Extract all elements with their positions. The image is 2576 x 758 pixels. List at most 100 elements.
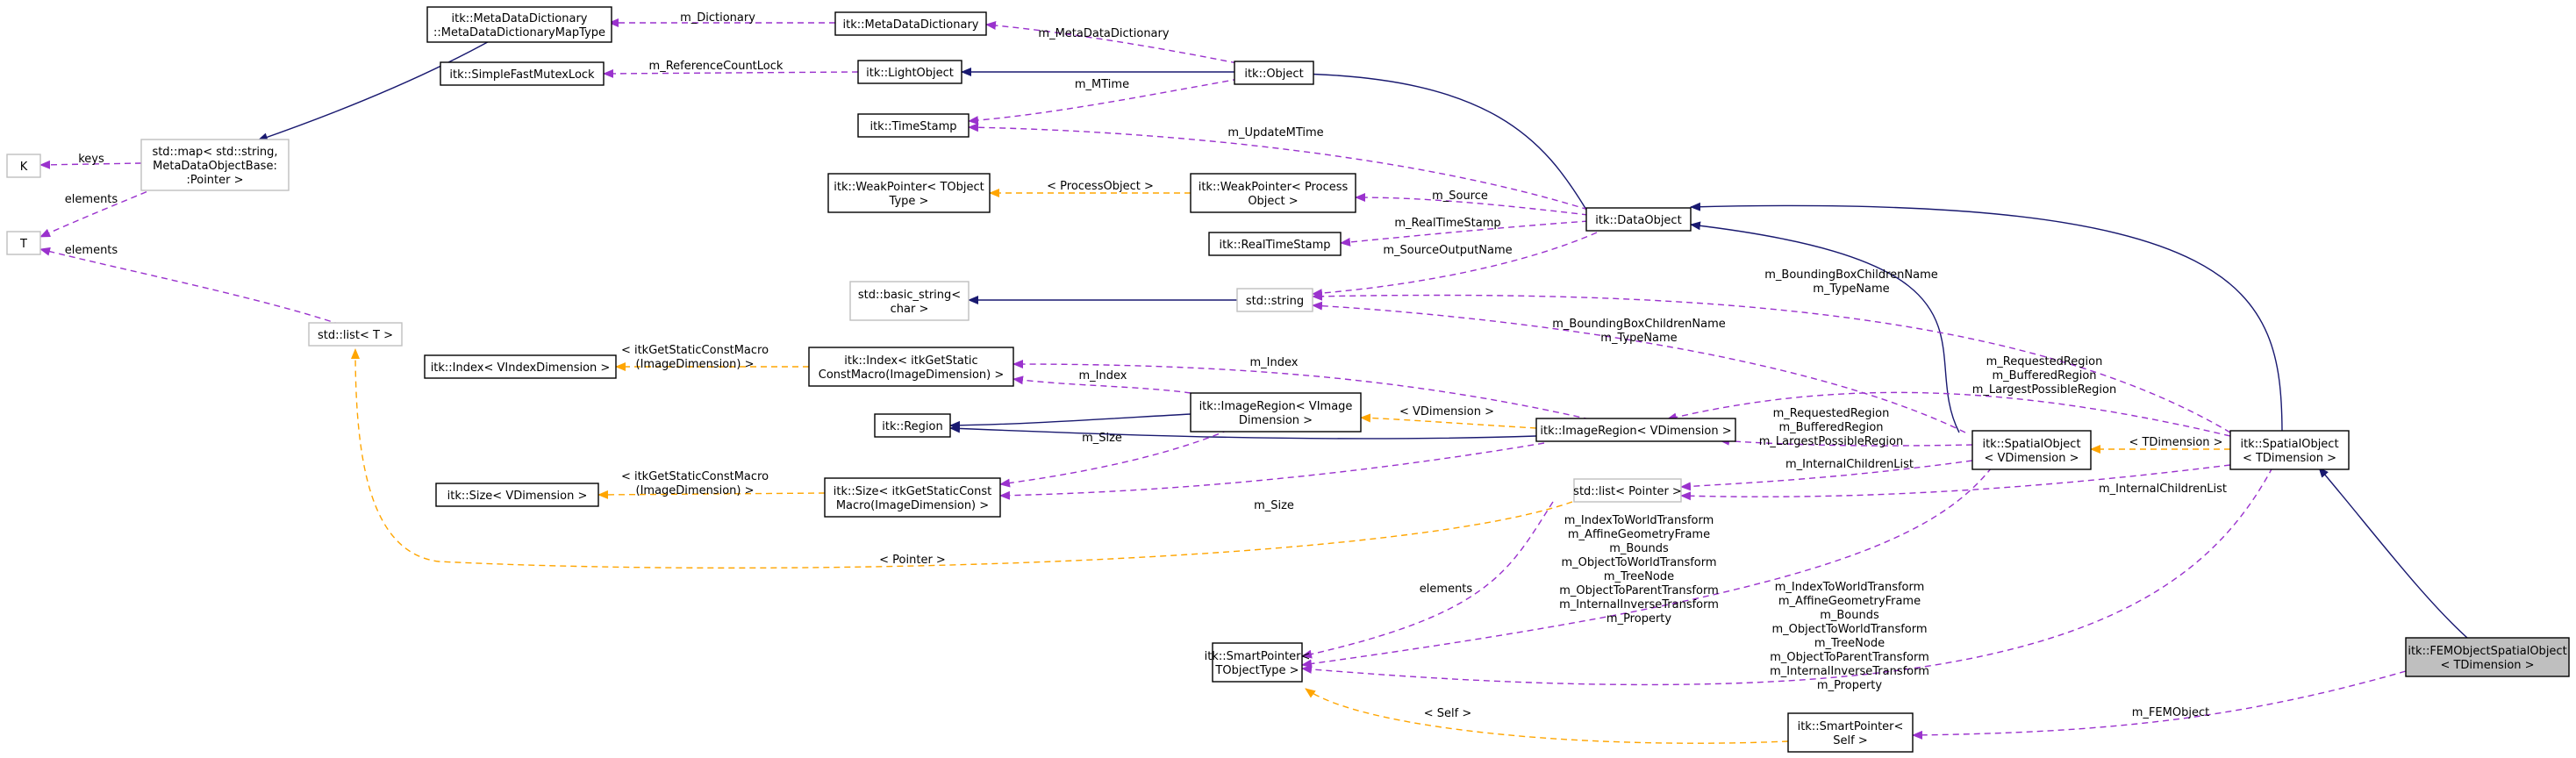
- node-wpto-label-line: Type >: [889, 195, 929, 208]
- node-mdd[interactable]: itk::MetaDataDictionary: [834, 11, 987, 36]
- edge-inherit-dataobject-object: [1295, 69, 1587, 211]
- edge-template-listp-listt: [351, 348, 1573, 569]
- edge-label-line: m_InternalInverseTransform: [1559, 598, 1719, 611]
- node-spself[interactable]: itk::SmartPointer<Self >: [1787, 712, 1914, 753]
- edge-label-m_index_1: m_Index: [1250, 356, 1299, 369]
- edge-label-children_sot: m_InternalChildrenList: [2099, 483, 2227, 496]
- edge-label-m_mtime: m_MTime: [1075, 78, 1129, 91]
- node-dataobj[interactable]: itk::DataObject: [1585, 207, 1692, 232]
- node-iregd[interactable]: itk::ImageRegion< VDimension >: [1535, 418, 1736, 442]
- node-sfml[interactable]: itk::SimpleFastMutexLock: [440, 61, 605, 86]
- edge-inherit-mddmap-stdmap: [257, 38, 495, 142]
- node-T-label-line: T: [19, 238, 27, 251]
- node-sfml-label-line: itk::SimpleFastMutexLock: [449, 68, 595, 82]
- node-T[interactable]: T: [6, 231, 41, 255]
- diagram-nodes: itk::MetaDataDictionary::MetaDataDiction…: [6, 6, 2570, 753]
- edge-label-self: < Self >: [1424, 707, 1472, 720]
- edge-label-line: m_Index: [1250, 356, 1299, 369]
- node-sp[interactable]: itk::SmartPointer<TObjectType >: [1205, 642, 1311, 683]
- node-sot[interactable]: itk::SpatialObject< TDimension >: [2229, 430, 2350, 470]
- edge-label-line: m_Source: [1432, 190, 1488, 203]
- edge-label-line: m_LargestPossibleRegion: [1972, 383, 2116, 397]
- node-stdmap[interactable]: std::map< std::string,MetaDataObjectBase…: [140, 139, 290, 191]
- node-region-label-line: itk::Region: [882, 420, 943, 433]
- node-rts-box: [1208, 232, 1342, 256]
- node-indexs[interactable]: itk::Index< itkGetStaticConstMacro(Image…: [808, 347, 1014, 387]
- edge-label-line: m_Size: [1082, 432, 1122, 445]
- edge-label-regions_sot: m_RequestedRegionm_BufferedRegionm_Large…: [1972, 355, 2116, 397]
- node-iregv-label-line: itk::ImageRegion< VImage: [1199, 400, 1353, 413]
- node-fem-label-line: < TDimension >: [2440, 659, 2534, 672]
- edge-template-spself-sp: [1305, 688, 1789, 744]
- node-wppo[interactable]: itk::WeakPointer< ProcessObject >: [1190, 173, 1356, 213]
- node-spself-box: [1787, 712, 1914, 753]
- node-object-label-line: itk::Object: [1244, 68, 1303, 81]
- node-ts[interactable]: itk::TimeStamp: [857, 113, 970, 138]
- node-mddmap-label-line: itk::MetaDataDictionary: [452, 12, 588, 25]
- node-listp[interactable]: std::list< Pointer >: [1573, 478, 1682, 503]
- edge-label-line: < itkGetStaticConstMacro: [621, 344, 769, 357]
- node-fem[interactable]: itk::FEMObjectSpatialObject< TDimension …: [2405, 637, 2570, 677]
- node-listT[interactable]: std::list< T >: [308, 322, 403, 347]
- node-region[interactable]: itk::Region: [874, 413, 951, 438]
- node-spself-label-line: itk::SmartPointer<: [1798, 720, 1904, 733]
- edge-label-line: m_InternalChildrenList: [2099, 483, 2227, 496]
- node-bstring[interactable]: std::basic_string<char >: [849, 281, 970, 321]
- edge-label-line: m_Index: [1079, 369, 1127, 383]
- edge-usage-sot-iregd: [1666, 391, 2231, 437]
- node-indexv[interactable]: itk::Index< VIndexDimension >: [424, 354, 617, 379]
- node-sov-box: [1971, 430, 2092, 470]
- edge-label-line: m_BufferedRegion: [1778, 421, 1883, 434]
- edge-usage-dataobject-wppo: [1355, 193, 1589, 216]
- edge-usage-sot-sp: [1301, 467, 2273, 686]
- node-wpto-label-line: itk::WeakPointer< TObject: [834, 181, 984, 194]
- node-iregv-box: [1190, 392, 1362, 433]
- node-iregd-label-line: itk::ImageRegion< VDimension >: [1540, 425, 1731, 438]
- edge-inherit-iregd-region: [949, 424, 1537, 440]
- edge-label-line: < itkGetStaticConstMacro: [621, 470, 769, 483]
- edge-label-m_dictionary: m_Dictionary: [680, 11, 755, 25]
- edge-label-line: m_ObjectToWorldTransform: [1561, 556, 1716, 569]
- edge-label-line: m_AffineGeometryFrame: [1568, 528, 1710, 541]
- node-light[interactable]: itk::LightObject: [857, 60, 962, 84]
- node-indexs-label-line: itk::Index< itkGetStatic: [844, 354, 977, 368]
- node-string-box: [1236, 288, 1313, 312]
- node-spself-label-line: Self >: [1833, 734, 1867, 747]
- node-T-box: [6, 231, 41, 255]
- edge-label-line: m_RequestedRegion: [1773, 407, 1890, 420]
- node-sov[interactable]: itk::SpatialObject< VDimension >: [1971, 430, 2092, 470]
- node-string[interactable]: std::string: [1236, 288, 1313, 312]
- node-object[interactable]: itk::Object: [1234, 61, 1314, 85]
- edge-label-elements_map: elements: [65, 193, 118, 206]
- node-sizev[interactable]: itk::Size< VDimension >: [435, 483, 599, 507]
- edge-usage-iregd-sizes: [999, 442, 1545, 500]
- edge-usage-light-sfml: [603, 68, 859, 78]
- node-sizev-box: [435, 483, 599, 507]
- diagram-edges: [39, 18, 2468, 744]
- node-indexv-box: [424, 354, 617, 379]
- node-mdd-label-line: itk::MetaDataDictionary: [843, 18, 979, 32]
- node-stdmap-label-line: MetaDataObjectBase:: [153, 160, 277, 173]
- node-wpto[interactable]: itk::WeakPointer< TObjectType >: [827, 173, 991, 213]
- node-mddmap[interactable]: itk::MetaDataDictionary::MetaDataDiction…: [426, 6, 612, 43]
- edge-label-children_sov: m_InternalChildrenList: [1785, 458, 1914, 471]
- node-rts[interactable]: itk::RealTimeStamp: [1208, 232, 1342, 256]
- edge-usage-iregd-indexs: [1013, 360, 1591, 420]
- edge-label-line: m_Bounds: [1820, 609, 1879, 622]
- edge-label-line: m_Property: [1606, 612, 1671, 626]
- edge-label-line: m_BoundingBoxChildrenName: [1764, 268, 1937, 282]
- node-K[interactable]: K: [6, 154, 41, 178]
- edge-label-pointer: < Pointer >: [879, 554, 946, 567]
- edge-label-transforms_sov: m_IndexToWorldTransformm_AffineGeometryF…: [1559, 514, 1719, 626]
- edge-usage-sot-listp: [1680, 464, 2231, 501]
- node-sizes[interactable]: itk::Size< itkGetStaticConstMacro(ImageD…: [824, 477, 1001, 518]
- edge-label-getstatic_size: < itkGetStaticConstMacro(ImageDimension)…: [621, 470, 769, 497]
- node-stdmap-box: [140, 139, 290, 191]
- edge-label-m_source: m_Source: [1432, 190, 1488, 203]
- node-K-label-line: K: [20, 161, 28, 174]
- node-dataobj-label-line: itk::DataObject: [1595, 214, 1681, 227]
- edge-label-line: m_InternalInverseTransform: [1770, 665, 1929, 678]
- edge-label-line: m_FEMObject: [2132, 706, 2209, 719]
- edge-usage-dataobject-ts: [968, 123, 1589, 211]
